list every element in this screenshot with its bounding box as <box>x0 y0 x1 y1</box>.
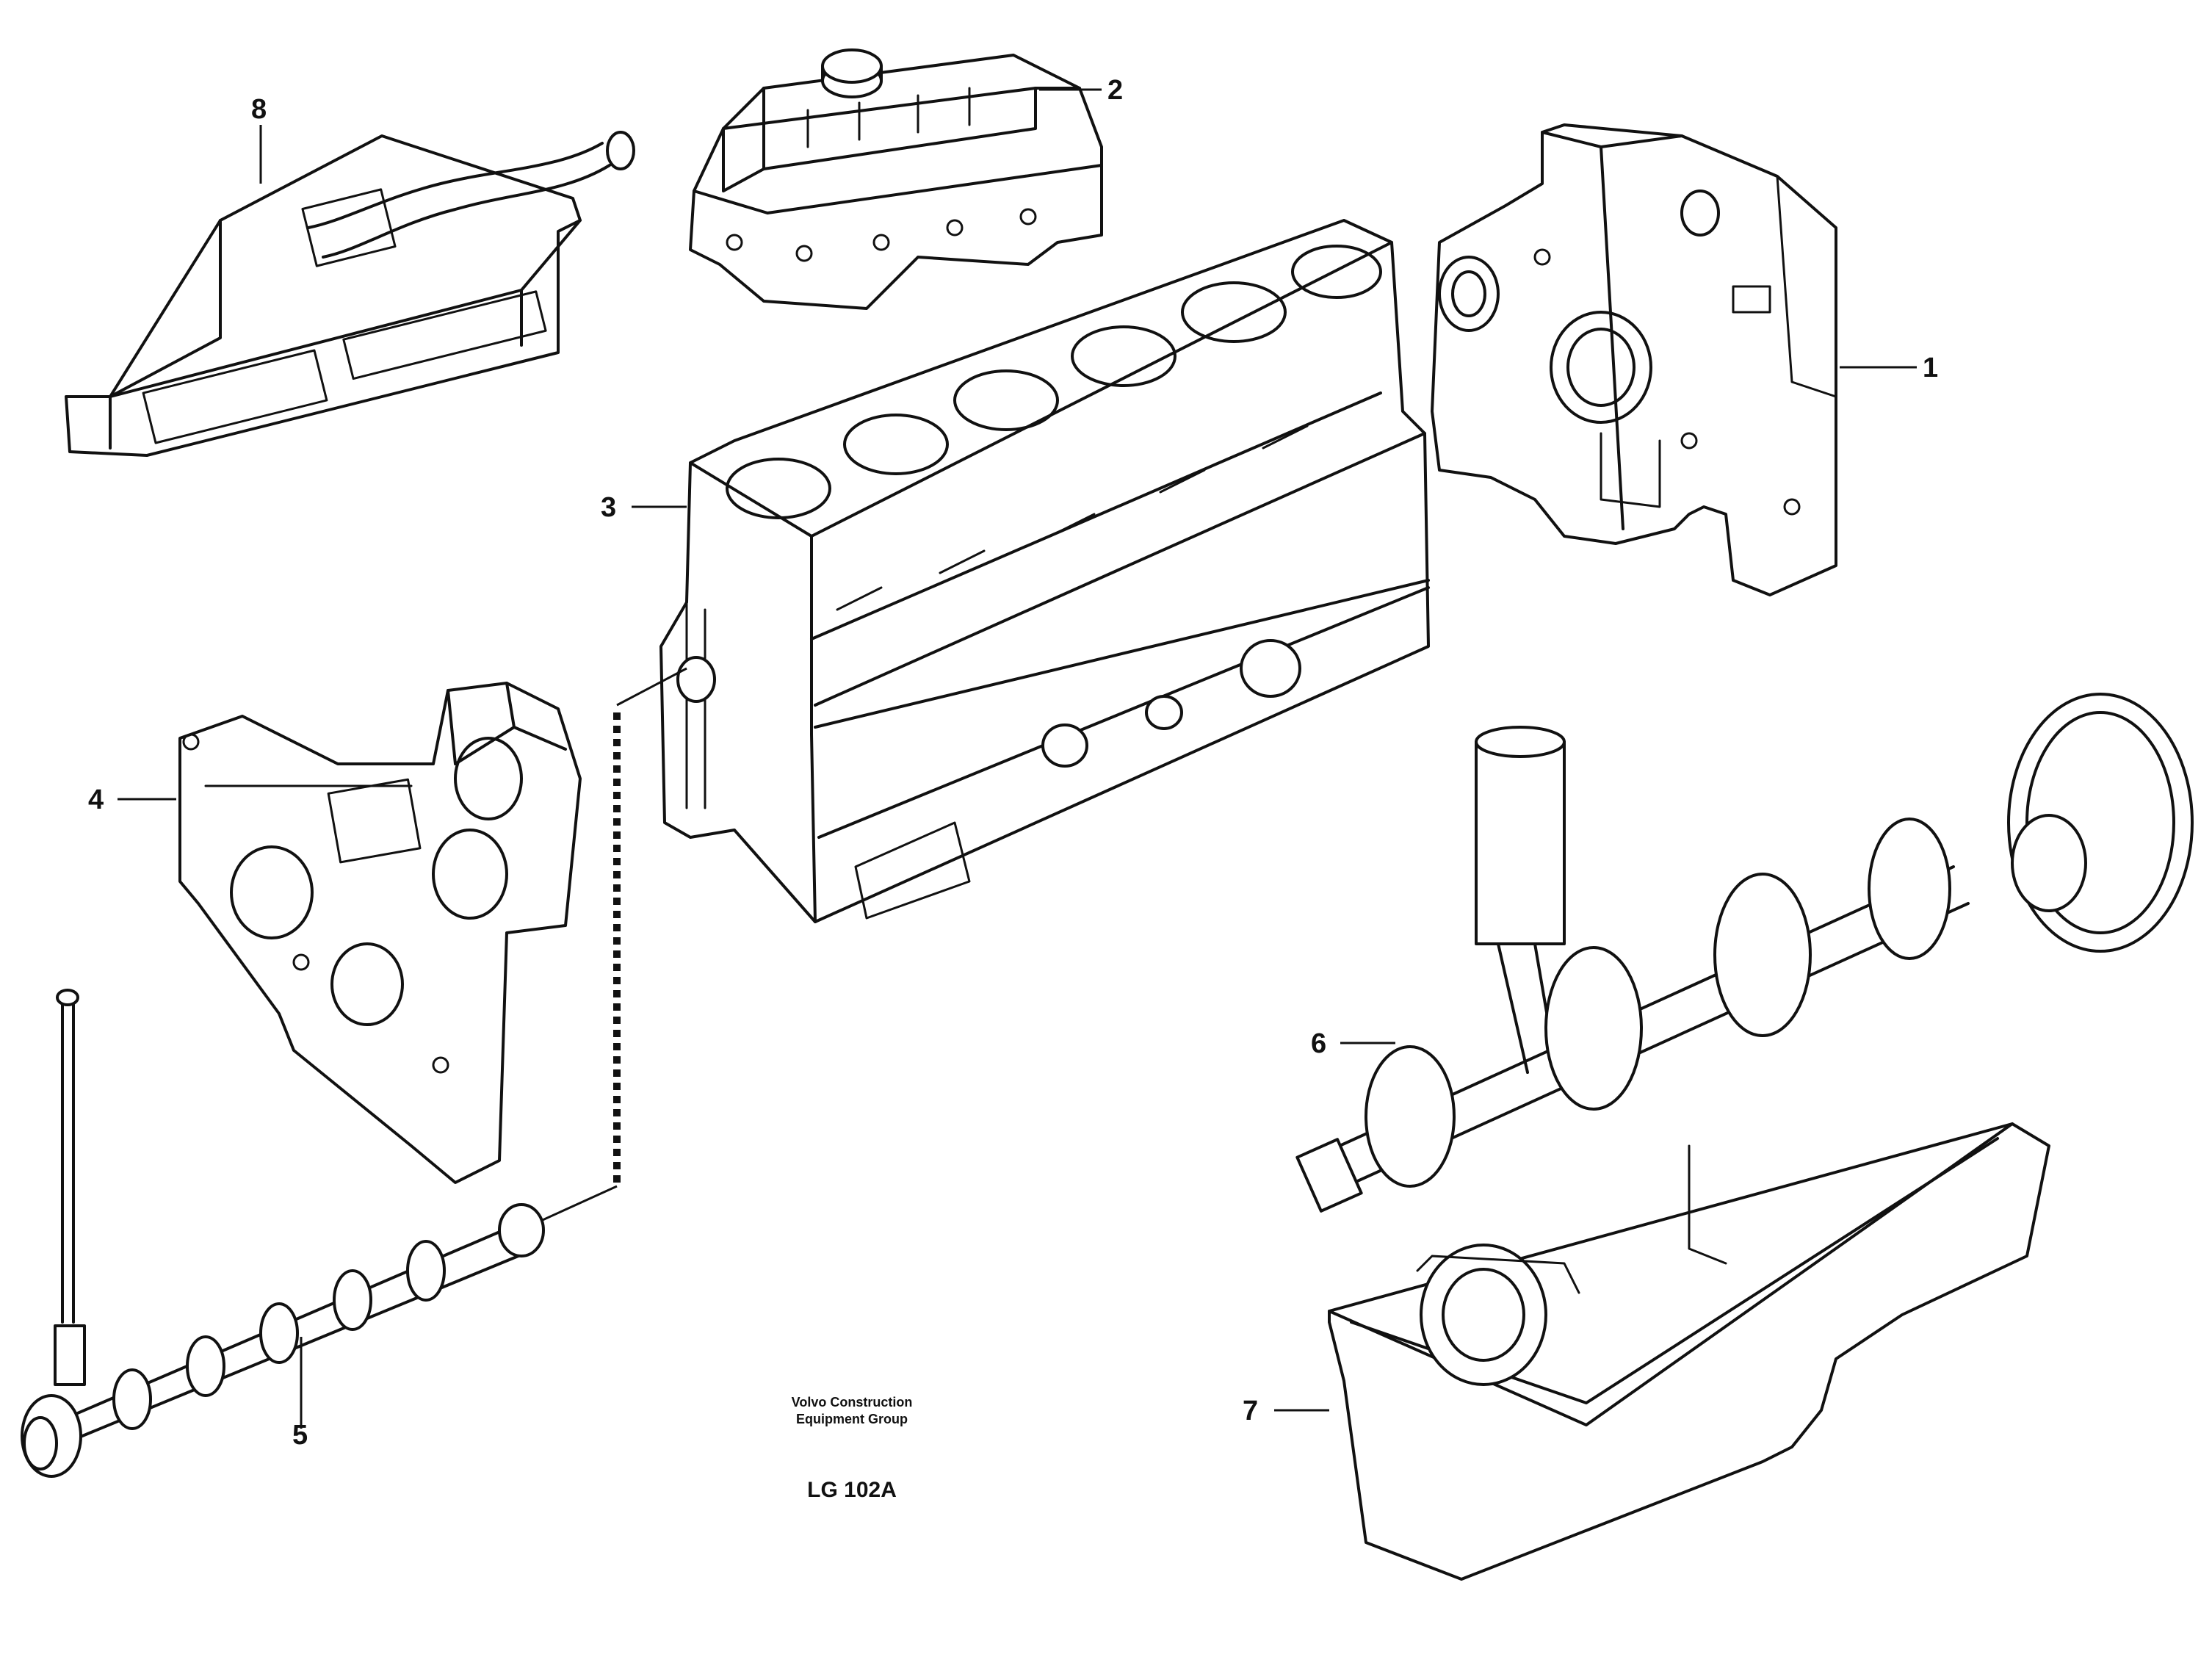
publisher-credit: Volvo Construction Equipment Group <box>764 1394 940 1428</box>
timing-gear-cover-icon <box>178 682 582 1184</box>
oil-sump-icon <box>1328 1122 2050 1581</box>
credit-line-2: Equipment Group <box>796 1412 908 1426</box>
camshaft-icon <box>21 989 545 1478</box>
oil-cooler-icon <box>65 131 635 457</box>
callout-7: 7 <box>1243 1396 1259 1426</box>
callout-6: 6 <box>1311 1028 1327 1059</box>
crankshaft-icon <box>1295 693 2194 1213</box>
cylinder-block-icon <box>659 219 1430 923</box>
callout-5: 5 <box>292 1420 308 1451</box>
camshaft-connector-leader-icon <box>535 667 687 1224</box>
callout-3: 3 <box>601 492 617 523</box>
callout-1: 1 <box>1923 353 1939 383</box>
callout-8: 8 <box>251 94 267 125</box>
callout-2: 2 <box>1107 75 1124 106</box>
credit-line-1: Volvo Construction <box>791 1395 913 1410</box>
leader-lines <box>118 88 1917 1429</box>
figure-code: LG 102A <box>807 1478 897 1502</box>
cylinder-head-icon <box>689 48 1103 310</box>
callout-4: 4 <box>88 784 104 815</box>
flywheel-housing-icon <box>1431 123 1837 596</box>
